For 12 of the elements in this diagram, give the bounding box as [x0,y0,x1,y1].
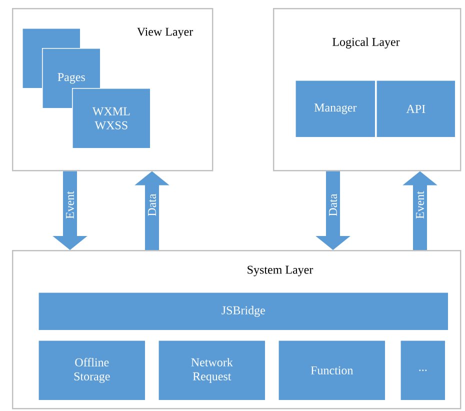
edge-label: Data [328,192,338,218]
module-box: WXML WXSS [72,88,151,149]
module-box: Function [278,340,386,401]
module-box: Network Request [158,340,266,401]
edge-label: Event [415,190,425,220]
module-box: Manager [295,80,376,138]
module-box: ... [400,340,446,401]
module-box: Offline Storage [38,340,146,401]
edge-label: Data [147,192,157,218]
module-box: JSBridge [38,292,449,331]
edge-label: Event [65,190,75,220]
module-box: API [376,80,456,138]
